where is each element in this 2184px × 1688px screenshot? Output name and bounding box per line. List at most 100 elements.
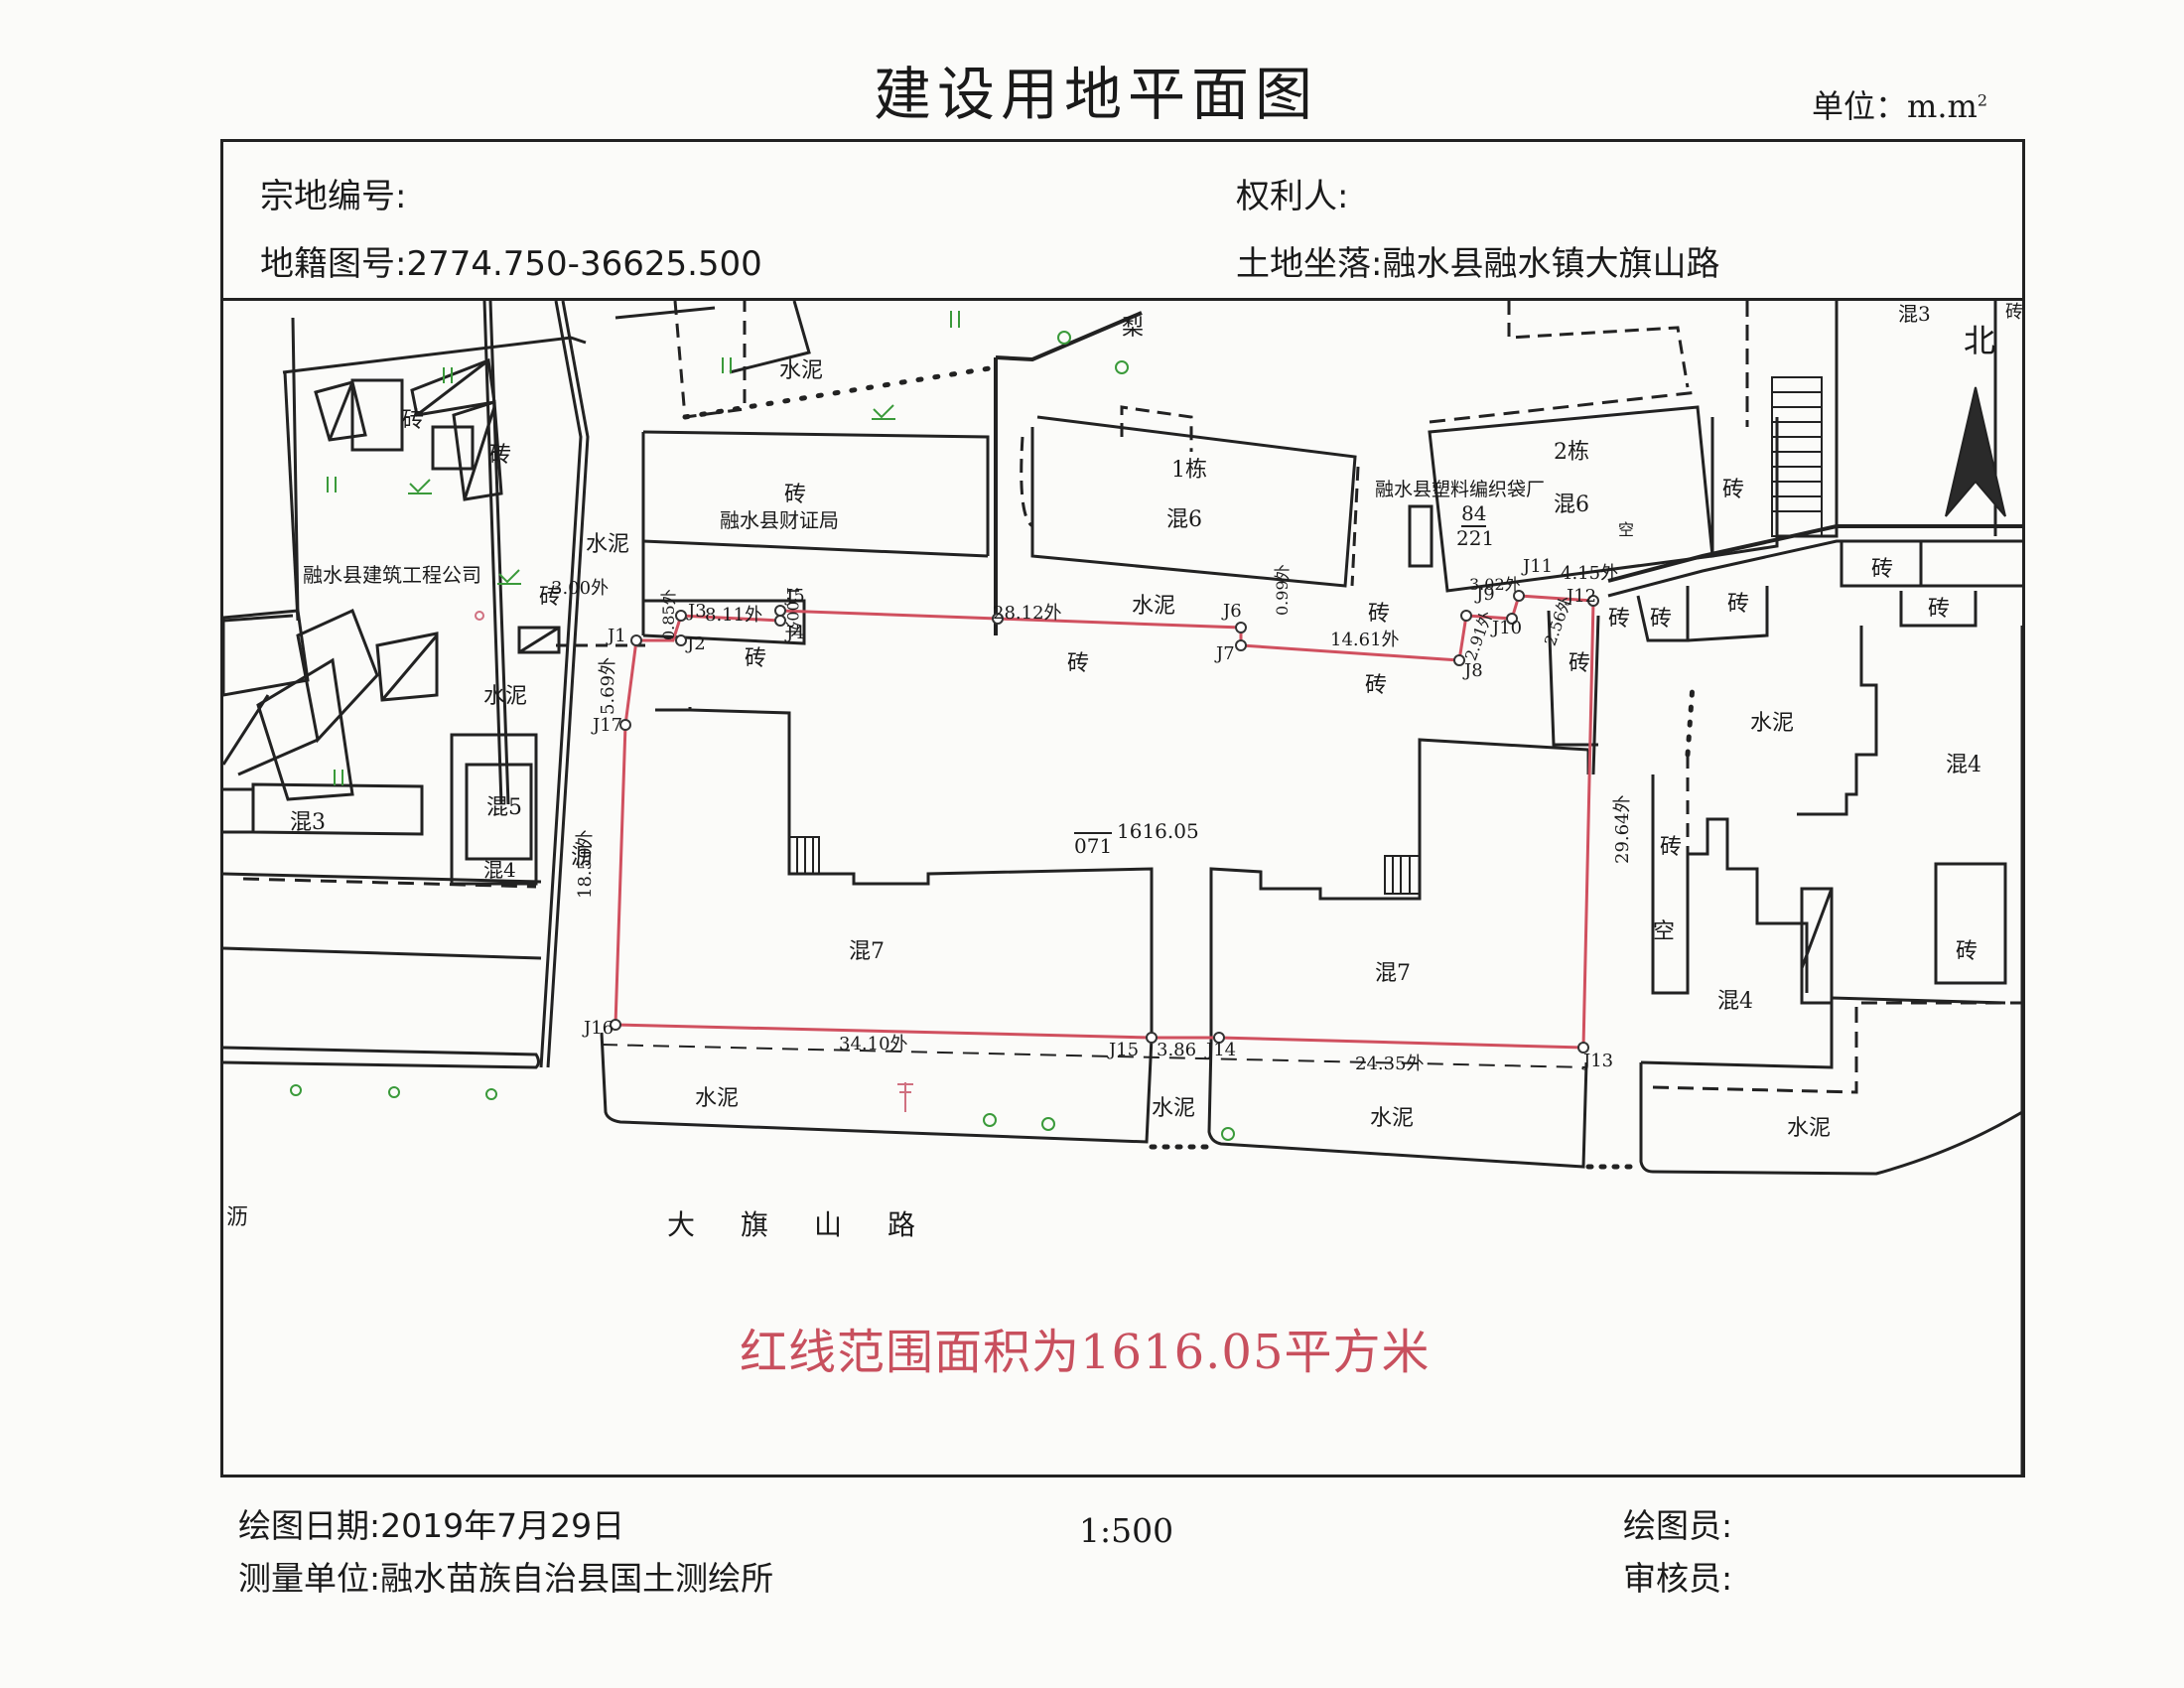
vertex-j14: J14 [1206,1040,1237,1060]
label-brick: 砖 [1727,592,1750,617]
vertex-j9: J9 [1476,584,1495,605]
label-brick: 砖 [1608,607,1631,632]
parcel-number-label: 宗地编号: [260,177,407,216]
label-brick: 砖 [489,443,512,468]
north-arrow-icon [1945,386,2006,517]
vertex-j4: J4 [786,623,805,643]
label-cement: 水泥 [1132,594,1176,619]
label-brick: 砖 [1368,602,1391,627]
edge-length-j17-j1: 5.69外 [598,656,618,715]
edge-length-3-00: 3.00外 [551,578,610,599]
label-brick: 砖 [1365,673,1388,698]
label-mixed-7: 混7 [849,939,885,964]
label-building-2: 2栋 [1554,440,1589,465]
land-location: 土地坐落:融水县融水镇大旗山路 [1236,244,1720,284]
reviewer-label: 审核员: [1623,1559,1733,1598]
label-brick: 砖 [745,646,767,671]
vertex-j6: J6 [1223,601,1242,622]
label-brick: 砖 [1569,651,1591,676]
fraction-denominator: 221 [1456,526,1495,550]
label-brick: 砖 [1722,478,1745,502]
drafter-label: 绘图员: [1623,1506,1733,1545]
edge-length-j13-j14: 24.35外 [1355,1054,1425,1074]
cadastral-map-number: 地籍图号:2774.750-36625.500 [260,244,762,284]
vertex-j3: J3 [688,601,707,622]
label-asphalt: 沥 [226,1205,249,1230]
label-mixed-7: 混7 [1375,961,1411,986]
header-divider [220,298,2025,301]
vertex-j15: J15 [1109,1040,1140,1060]
label-mixed-5: 混5 [486,795,522,820]
edge-length-j6-j7: 0.99外 [1273,564,1292,616]
edge-length-j1-j2: 0.85外 [659,589,678,640]
label-mixed-4: 混4 [1946,753,1981,777]
label-cement: 水泥 [1787,1116,1832,1141]
label-cement: 水泥 [1152,1096,1196,1121]
label-brick: 砖 [1660,835,1683,860]
label-mixed-4: 混4 [483,858,516,882]
label-cement: 水泥 [586,532,630,557]
label-construction-company: 融水县建筑工程公司 [303,563,481,587]
label-mixed-3: 混3 [1898,302,1931,326]
vertex-j12: J12 [1567,586,1597,607]
map-scale: 1:500 [1079,1511,1174,1550]
label-brick: 砖 [1650,607,1673,632]
vertex-j13: J13 [1583,1051,1614,1071]
vertex-j10: J10 [1492,618,1523,638]
edge-length-j15-j16: 34.10外 [839,1034,908,1055]
label-asphalt: 沥 [571,845,594,870]
unit-label: 单位：m.m2 [1812,81,1987,127]
label-empty: 空 [1653,919,1676,944]
label-building-1: 1栋 [1171,458,1207,483]
vertex-j17: J17 [593,715,623,736]
edge-length-j5-j6: 28.12外 [993,603,1062,624]
edge-length-j14-j15: 3.86 [1157,1040,1197,1060]
map-frame [220,139,2025,1477]
label-brick: 砖 [2005,302,2023,323]
road-name: 大旗山路 [667,1208,962,1241]
edge-length-j16-j17: 18.50外 [575,829,596,899]
area-statement: 红线范围面积为1616.05平方米 [740,1325,1431,1380]
vertex-j11: J11 [1523,556,1554,577]
edge-length-j7-j8: 14.61外 [1330,630,1400,650]
unit-superscript: 2 [1977,90,1988,110]
label-mixed-6: 混6 [1166,507,1202,532]
parcel-area: 1616.05 [1117,819,1199,843]
edge-length-j3-j4: 8.11外 [705,605,763,626]
label-brick: 砖 [539,585,562,610]
draw-date: 绘图日期:2019年7月29日 [238,1506,625,1545]
label-mixed-3: 混3 [290,810,326,835]
north-label: 北 [1964,322,1996,359]
label-brick: 砖 [402,408,425,433]
vertex-j2: J2 [687,633,706,654]
survey-unit: 测量单位:融水苗族自治县国土测绘所 [238,1559,774,1598]
label-cement: 水泥 [695,1086,740,1111]
label-cement: 水泥 [483,684,528,709]
label-empty: 空 [1618,520,1635,539]
vertex-j1: J1 [608,626,626,646]
label-cement: 水泥 [779,358,824,383]
edge-length-j11-j12: 4.15外 [1561,563,1619,584]
label-brick: 砖 [1928,597,1951,622]
label-brick: 砖 [1067,651,1090,676]
label-cement: 水泥 [1370,1106,1415,1131]
parcel-code: 071 [1074,832,1113,858]
label-plastic-factory: 融水县塑料编织袋厂 [1375,479,1546,500]
label-cement: 水泥 [1750,711,1795,736]
edge-length-j4-j5: 1.00外 [783,586,802,637]
document-title: 建设用地平面图 [874,61,1319,128]
site-plan-drawing [223,301,2022,1475]
vertex-j8: J8 [1464,660,1483,681]
label-brick: 砖 [784,483,807,507]
owner-label: 权利人: [1236,177,1349,216]
label-pear: 梨 [1122,316,1145,341]
vertex-j16: J16 [584,1018,614,1039]
label-mixed-4: 混4 [1717,989,1753,1014]
label-brick: 砖 [1956,939,1979,964]
vertex-j7: J7 [1216,643,1235,664]
vertex-j5: J5 [786,586,805,607]
fraction-numerator: 84 [1461,501,1487,527]
label-mixed-6: 混6 [1554,492,1589,517]
edge-length-j12-j13: 29.64外 [1612,794,1633,864]
edge-length-j9-j11: 3.02外 [1469,575,1521,594]
